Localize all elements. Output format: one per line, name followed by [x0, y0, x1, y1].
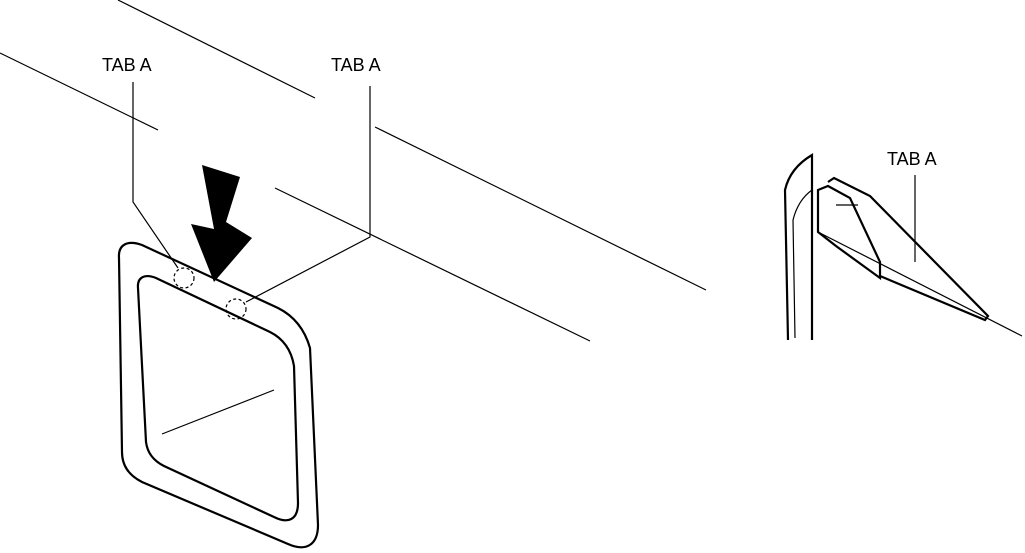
tab-cross-section: [783, 153, 1023, 341]
push-direction-arrow: [191, 165, 252, 282]
panel-edge-top-right: [374, 126, 707, 291]
tab-a-label-left: TAB A: [102, 55, 152, 75]
panel-edge-lines: [0, 0, 707, 342]
leader-line-left: [132, 82, 179, 269]
panel-edge-mid-right: [274, 187, 591, 342]
bezel-part: [117, 241, 320, 549]
tab-a-label-right: TAB A: [887, 149, 937, 169]
panel-section-inner: [792, 189, 813, 339]
panel-section-outer: [783, 153, 814, 341]
panel-edge-top-left: [117, 0, 316, 99]
tab-a-label-center: TAB A: [331, 55, 381, 75]
leader-line-center: [245, 86, 371, 303]
panel-edge-mid-left: [0, 52, 159, 131]
bezel-section-body: [827, 176, 990, 322]
bezel-inner-outline: [136, 275, 300, 522]
bezel-inner-diagonal: [161, 389, 275, 435]
tab-a-circle-left: [173, 267, 195, 289]
leader-lines: [132, 82, 916, 303]
clip-tab-profile: [816, 184, 882, 281]
bezel-section-edge-long: [817, 231, 1023, 337]
tab-a-circle-center: [225, 298, 247, 320]
bezel-outer-outline: [117, 241, 320, 549]
